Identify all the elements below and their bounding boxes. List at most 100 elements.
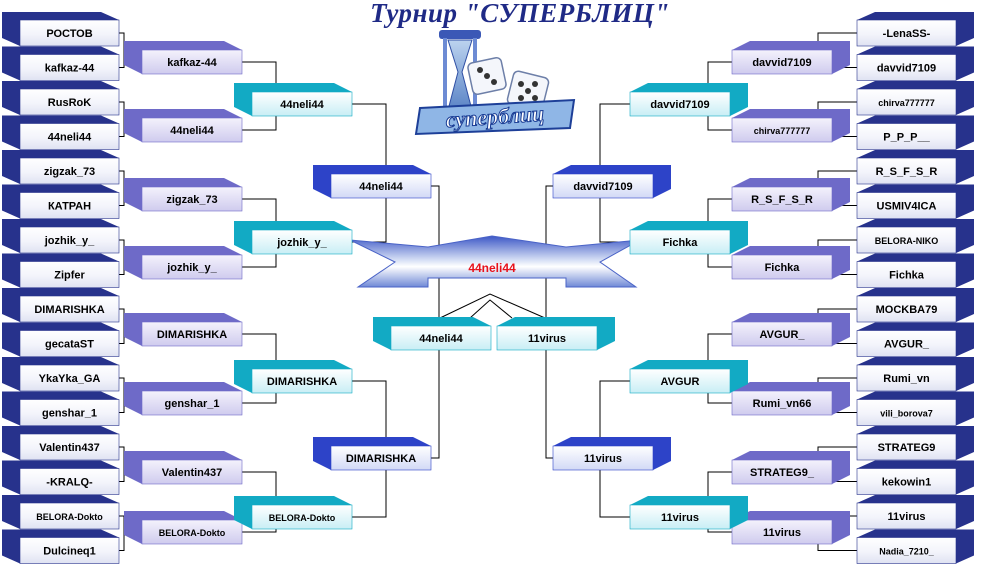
box-face [19, 54, 120, 81]
box-face [552, 173, 654, 199]
player-name: P_P_P__ [883, 132, 930, 144]
box-face [731, 321, 833, 347]
box-face [19, 226, 120, 254]
player-box-round2: DIMARISHKA [124, 313, 243, 347]
player-name: 11virus [661, 512, 699, 524]
bracket-connector [119, 308, 125, 344]
player-box-round2: AVGUR_ [731, 313, 850, 347]
bracket-connector [119, 515, 125, 551]
box-face [856, 192, 957, 219]
player-box-round2: jozhik_y_ [124, 246, 243, 280]
player-box-round3: Fichka [629, 221, 748, 255]
player-name: Dulcineq1 [43, 546, 96, 558]
box-face [19, 364, 120, 392]
player-name: davvid7109 [877, 63, 936, 75]
bracket-connector [119, 170, 125, 206]
player-box-round3: 11virus [496, 317, 615, 351]
player-name: RusRoK [48, 97, 91, 109]
player-name: YkaYka_GA [39, 373, 101, 385]
player-box-round2: R_S_F_S_R [731, 178, 850, 212]
bracket-connector [439, 293, 546, 319]
player-name: -KRALQ- [46, 477, 93, 489]
player-box-round1: kekowin1 [856, 460, 974, 495]
player-box-round1: P_P_P__ [856, 115, 974, 150]
box-face [19, 330, 120, 357]
box-face [330, 173, 432, 199]
player-box-round1: КАТРАН [2, 184, 120, 219]
bracket-connector [119, 377, 125, 413]
player-box-round1: Fichka [856, 253, 974, 288]
player-box-round4: 44neli44 [313, 165, 432, 199]
logo-text: суперблиц [445, 101, 545, 133]
player-box-round2: 11virus [731, 511, 850, 545]
player-box-round3: 44neli44 [234, 83, 353, 117]
player-box-round1: Dulcineq1 [2, 529, 120, 564]
player-name: chirva777777 [754, 126, 811, 136]
player-box-round3: davvid7109 [629, 83, 748, 117]
player-box-round1: -KRALQ- [2, 460, 120, 495]
page-title: Турнир "СУПЕРБЛИЦ" [370, 0, 670, 28]
box-face [141, 321, 243, 347]
player-box-round1: Rumi_vn [856, 357, 974, 392]
box-face [141, 186, 243, 212]
player-name: jozhik_y_ [166, 262, 217, 274]
player-name: Rumi_vn66 [753, 398, 812, 410]
player-name: 44neli44 [359, 181, 403, 193]
box-face [19, 88, 120, 116]
player-name: DIMARISHKA [34, 304, 104, 316]
player-box-round3: BELORA-Dokto [234, 496, 353, 530]
box-face [856, 19, 957, 47]
player-name: 44neli44 [280, 99, 324, 111]
bracket-connector [119, 32, 125, 68]
box-face [19, 502, 120, 530]
box-face [856, 330, 957, 357]
player-name: 11virus [528, 333, 566, 345]
player-box-round2: STRATEG9_ [731, 451, 850, 485]
box-face [856, 364, 957, 392]
player-name: Valentin437 [162, 467, 223, 479]
player-box-round3: DIMARISHKA [234, 360, 353, 394]
player-name: BELORA-Dokto [159, 528, 226, 538]
player-name: 11virus [763, 527, 801, 539]
box-face [856, 537, 957, 564]
player-name: davvid7109 [752, 57, 811, 69]
champion-name: 44neli44 [468, 261, 516, 275]
player-box-round2: 44neli44 [124, 109, 243, 143]
player-box-round4: davvid7109 [552, 165, 671, 199]
player-box-round1: jozhik_y_ [2, 219, 120, 254]
player-name: Valentin437 [39, 442, 100, 454]
box-face [330, 445, 432, 471]
box-face [731, 519, 833, 545]
box-face [19, 157, 120, 185]
box-face [19, 192, 120, 219]
player-name: 11virus [584, 453, 622, 465]
player-box-round4: DIMARISHKA [313, 437, 432, 471]
player-name: 44neli44 [48, 132, 92, 144]
box-face [731, 117, 833, 143]
box-face [731, 49, 833, 75]
player-name: Rumi_vn [883, 373, 930, 385]
box-face [141, 519, 243, 545]
player-box-round1: R_S_F_S_R [856, 150, 974, 185]
player-box-round2: zigzak_73 [124, 178, 243, 212]
champion-banner: 44neli44 [349, 235, 641, 288]
box-face [19, 19, 120, 47]
player-name: КАТРАН [48, 201, 91, 213]
player-box-round1: zigzak_73 [2, 150, 120, 185]
player-box-round1: genshar_1 [2, 391, 120, 426]
player-box-round1: RusRoK [2, 81, 120, 116]
player-box-round3: AVGUR [629, 360, 748, 394]
player-box-round1: Valentin437 [2, 426, 120, 461]
player-name: davvid7109 [573, 181, 632, 193]
player-box-round1: BELORA-Dokto [2, 495, 120, 530]
player-name: BELORA-Dokto [269, 513, 336, 523]
box-face [856, 399, 957, 426]
player-box-round1: davvid7109 [856, 46, 974, 81]
player-name: kekowin1 [882, 477, 932, 489]
box-face [629, 504, 731, 530]
player-box-round1: Nadia_7210_ [856, 529, 974, 564]
box-face [141, 254, 243, 280]
player-name: USMIV4ICA [877, 201, 937, 213]
player-name: MOCKBA79 [876, 304, 938, 316]
